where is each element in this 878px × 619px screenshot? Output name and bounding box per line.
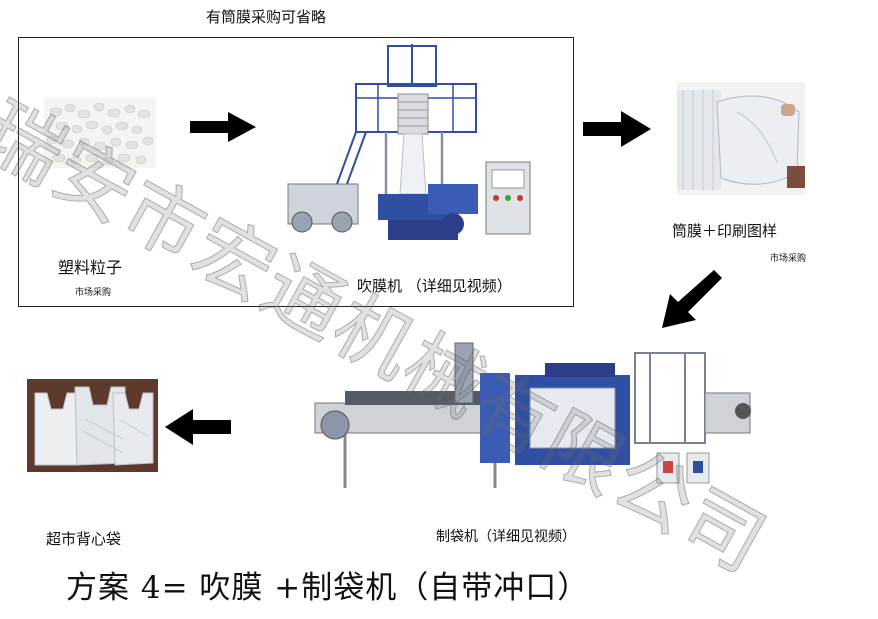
film-blowing-machine-image (238, 44, 544, 256)
film-sublabel: 市场采购 (770, 254, 807, 264)
scheme-title: 方案 4= 吹膜 +制袋机（自带冲口） (66, 570, 590, 606)
vest-label: 超市背心袋 (46, 530, 122, 548)
arrow-right-icon (190, 112, 256, 142)
vest-bags-image (27, 379, 158, 472)
process-frame (18, 37, 574, 307)
tube-film-image (677, 82, 805, 195)
blower-label: 吹膜机 （详细见视频） (357, 277, 512, 295)
pellets-label: 塑料粒子 (58, 258, 123, 277)
arrow-left-icon (165, 409, 231, 445)
arrow-right-icon (583, 111, 651, 147)
frame-title: 有筒膜采购可省略 (206, 8, 327, 26)
bagger-label: 制袋机（详细见视频） (436, 529, 576, 545)
arrow-down-left-icon (662, 270, 722, 328)
film-label: 筒膜＋印刷图样 (672, 222, 778, 240)
bag-making-machine-image (305, 333, 760, 505)
pellets-sublabel: 市场采购 (75, 288, 112, 298)
plastic-pellets-image (44, 98, 156, 168)
